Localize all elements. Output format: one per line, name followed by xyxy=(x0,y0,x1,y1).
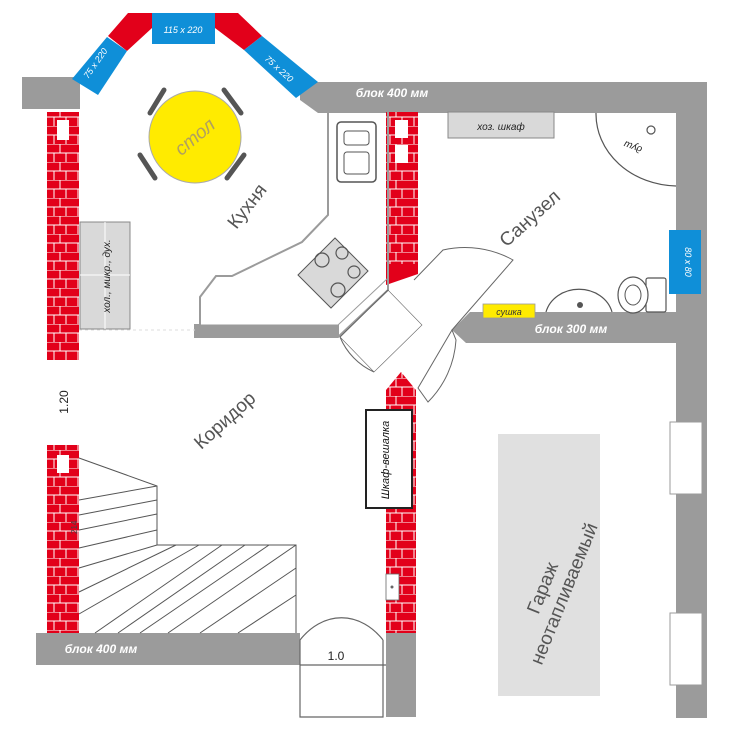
room-kitchen: Кухня xyxy=(224,180,272,233)
door-entrance[interactable] xyxy=(299,617,386,718)
shower-drain xyxy=(646,125,656,135)
wardrobe: Шкаф-вешалка xyxy=(365,409,413,509)
staircase xyxy=(78,457,297,634)
dining-table: стол xyxy=(137,87,247,184)
toilet xyxy=(617,276,667,314)
window-bay-left xyxy=(72,37,127,95)
block-walls xyxy=(22,77,707,718)
dimension-corridor-opening: 1.20 xyxy=(57,390,71,414)
garage-window-lower xyxy=(669,612,703,686)
chair xyxy=(137,152,158,181)
chair xyxy=(147,87,167,116)
window-bay-center xyxy=(152,13,215,44)
window-bay-right xyxy=(244,36,318,98)
door-bathroom[interactable] xyxy=(413,246,514,403)
svg-text:Шкаф-вешалка: Шкаф-вешалка xyxy=(380,421,392,500)
garage-window-upper xyxy=(669,421,703,495)
stair-dimension: 214 xyxy=(70,520,79,534)
svg-text:115 x 220: 115 x 220 xyxy=(164,25,203,35)
appliances-block: хол., микр., дух. xyxy=(79,221,131,330)
washbasin xyxy=(545,288,613,313)
bathroom-bottom-wall xyxy=(452,312,676,343)
window-bathroom xyxy=(669,230,701,294)
door-kitchen[interactable] xyxy=(339,289,423,373)
table xyxy=(148,90,242,184)
svg-text:душ: душ xyxy=(622,138,644,155)
bay-window: 115 x 220 75 x 220 75 x 220 xyxy=(72,13,318,98)
brick-wall-kitchen-left xyxy=(47,112,79,360)
kitchen-counter xyxy=(194,112,389,338)
svg-text:хол., микр., дух.: хол., микр., дух. xyxy=(102,239,113,313)
brick-walls xyxy=(47,112,418,633)
room-corridor: Коридор xyxy=(190,388,260,454)
right-wall xyxy=(676,82,707,718)
wall-label-bottom: блок 400 мм xyxy=(65,642,138,656)
sink xyxy=(336,121,377,183)
bottom-wall-right-stub xyxy=(386,633,416,717)
room-bathroom: Санузел xyxy=(496,186,565,251)
svg-text:сушка: сушка xyxy=(496,307,522,317)
wall-label-top: блок 400 мм xyxy=(356,86,429,100)
chair xyxy=(224,152,247,181)
bottom-wall-left xyxy=(36,633,300,665)
top-wall-left xyxy=(22,77,80,109)
wall-label-bathroom: блок 300 мм xyxy=(535,322,608,336)
chair xyxy=(221,87,244,116)
top-wall-right xyxy=(300,82,707,113)
dimension-entrance-door: 1.0 xyxy=(328,649,345,663)
garage-parking-area xyxy=(498,434,600,696)
stove xyxy=(297,237,369,309)
closet: хоз. шкаф xyxy=(447,111,555,139)
shower: душ xyxy=(595,112,677,187)
svg-text:80 x 80: 80 x 80 xyxy=(683,247,693,277)
svg-text:хоз. шкаф: хоз. шкаф xyxy=(476,121,525,133)
dryer: сушка xyxy=(482,303,536,319)
brick-wall-corridor-left xyxy=(47,445,79,633)
